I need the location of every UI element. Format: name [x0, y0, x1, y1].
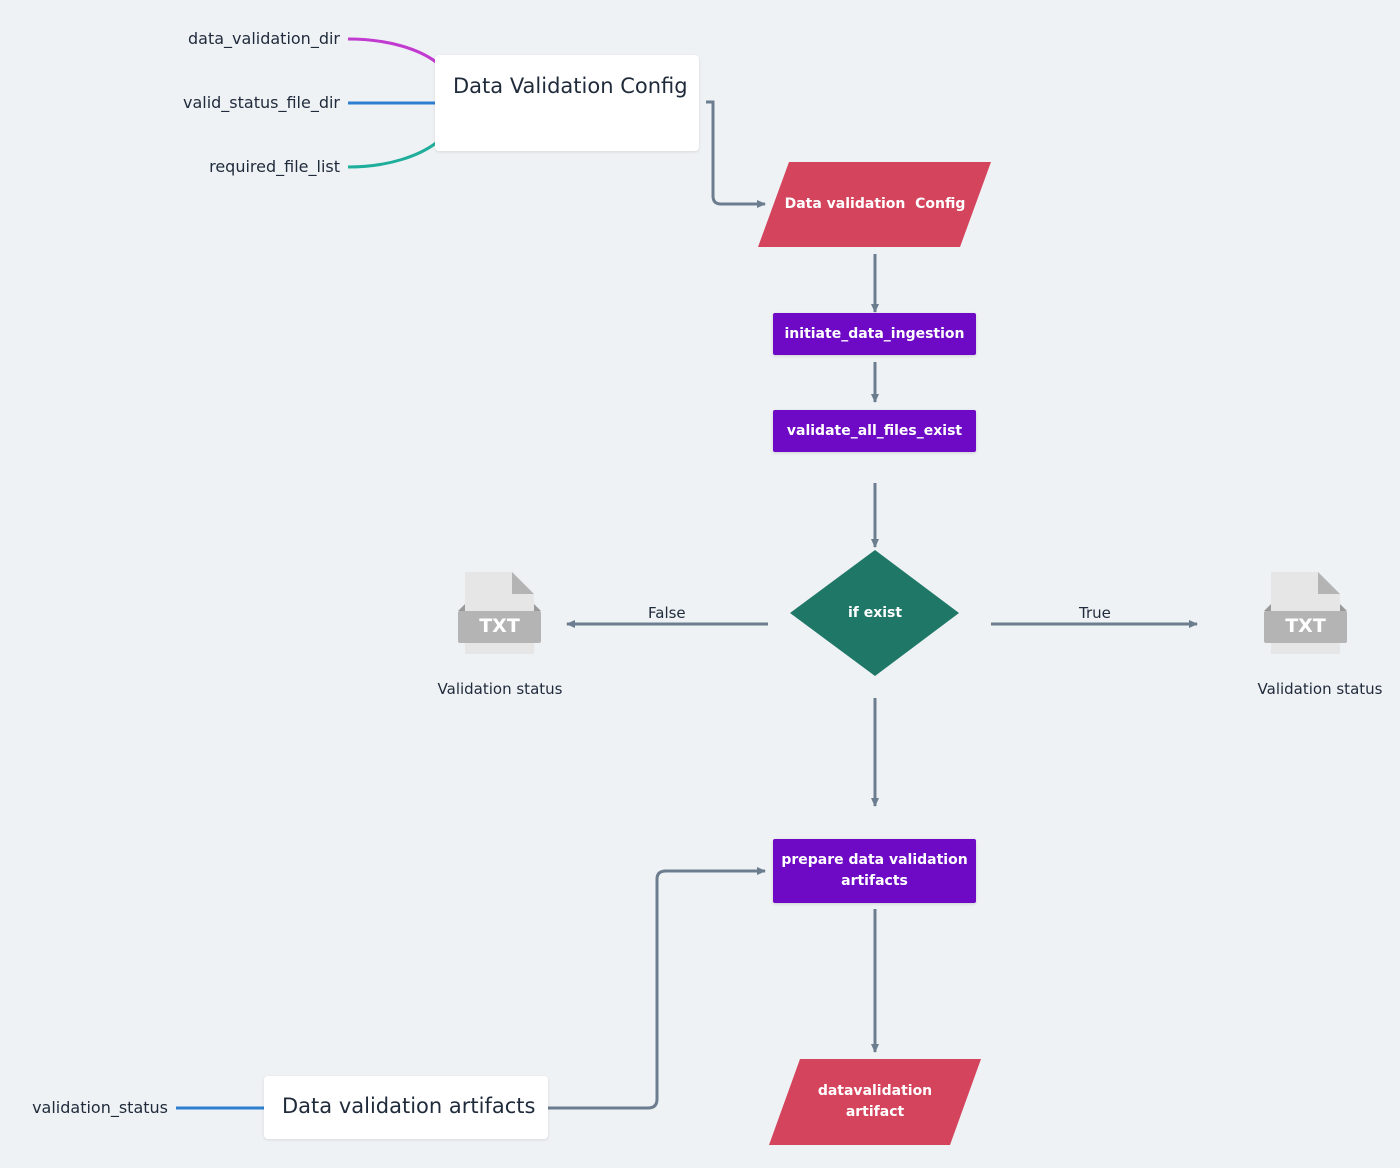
- artifact-card-title: Data validation artifacts: [282, 1094, 536, 1118]
- edge-label-false: False: [645, 604, 689, 622]
- edge-label-true: True: [1076, 604, 1114, 622]
- txt-file-icon: [458, 572, 541, 654]
- branch-label-validation-status: validation_status: [32, 1098, 168, 1117]
- decision-label: if exist: [847, 604, 903, 621]
- step-prepare-line2: artifacts: [841, 873, 908, 889]
- config-io-label: Data validation Config: [784, 196, 966, 212]
- right-file-caption: Validation status: [1257, 680, 1383, 698]
- artifact-card[interactable]: [264, 1076, 548, 1139]
- branch-label-required-file-list: required_file_list: [209, 157, 340, 176]
- artifact-io-line2: artifact: [845, 1104, 905, 1120]
- left-file-caption: Validation status: [437, 680, 563, 698]
- right-file-ext: TXT: [1285, 615, 1326, 637]
- decision-diamond[interactable]: [790, 550, 959, 676]
- step-prepare-artifacts[interactable]: prepare data validation artifacts: [773, 839, 976, 903]
- step-initiate-data-ingestion[interactable]: initiate_data_ingestion: [773, 313, 976, 355]
- config-card[interactable]: [435, 55, 699, 151]
- artifact-io-line1: datavalidation: [817, 1083, 933, 1099]
- left-file-ext: TXT: [479, 615, 520, 637]
- config-card-title: Data Validation Config: [453, 74, 688, 98]
- branch-label-valid-status-file-dir: valid_status_file_dir: [182, 93, 340, 112]
- step-prepare-line1: prepare data validation: [781, 852, 968, 868]
- artifact-io-shape[interactable]: [769, 1059, 981, 1145]
- step-validate-all-files-exist[interactable]: validate_all_files_exist: [773, 410, 976, 452]
- txt-file-icon: [1264, 572, 1347, 654]
- connector-artifacts-to-step3: [541, 867, 766, 1110]
- branch-required-file-list: [347, 141, 437, 169]
- artifact-io-label: datavalidation artifact: [780, 1059, 970, 1145]
- branch-data-validation-dir: [347, 37, 437, 64]
- config-io-shape[interactable]: [758, 162, 991, 247]
- branch-label-data-validation-dir: data_validation_dir: [188, 29, 340, 48]
- connector-config-to-io: [706, 100, 766, 208]
